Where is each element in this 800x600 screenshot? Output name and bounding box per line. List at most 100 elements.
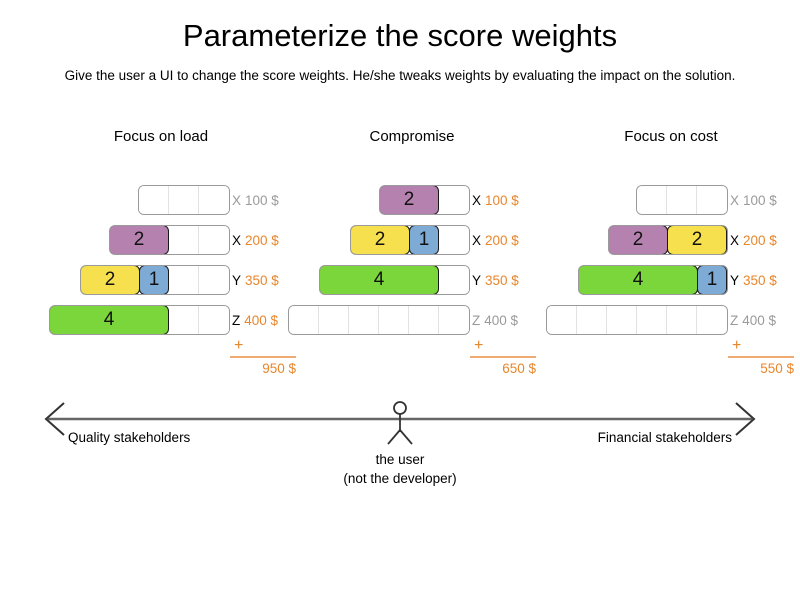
weight-slot[interactable] <box>169 306 199 334</box>
row-price: 100 $ <box>743 192 777 208</box>
weight-slider[interactable]: 2 <box>379 185 470 215</box>
row-price: 400 $ <box>484 312 519 328</box>
weight-slot[interactable] <box>199 186 229 214</box>
weight-slider[interactable] <box>138 185 230 215</box>
weight-slot[interactable] <box>169 186 199 214</box>
row-price: 200 $ <box>743 232 777 248</box>
weight-slot[interactable] <box>439 266 469 294</box>
weight-slot[interactable] <box>439 186 469 214</box>
weight-slot[interactable] <box>637 186 667 214</box>
scenario-total: +650 $ <box>470 338 542 376</box>
weight-slot[interactable] <box>547 306 577 334</box>
weight-slot[interactable] <box>409 306 439 334</box>
weight-segment[interactable]: 2 <box>609 226 668 254</box>
row-price: 100 $ <box>485 192 519 208</box>
axis-label-quality: Quality stakeholders <box>68 430 191 445</box>
weight-slider[interactable] <box>636 185 728 215</box>
weight-segment[interactable]: 1 <box>409 226 439 254</box>
weight-segment[interactable]: 2 <box>380 186 439 214</box>
weight-slot[interactable] <box>139 186 169 214</box>
actor-caption-line1: the user <box>375 452 425 467</box>
weight-segment[interactable]: 4 <box>579 266 698 294</box>
weight-slider[interactable]: 2 <box>109 225 230 255</box>
total-value: 950 $ <box>262 361 296 376</box>
weight-slot[interactable] <box>697 186 727 214</box>
weight-segment[interactable]: 1 <box>139 266 169 294</box>
row-letter: X <box>730 192 740 208</box>
weight-slot[interactable] <box>667 186 697 214</box>
weight-segment[interactable]: 2 <box>351 226 410 254</box>
total-divider <box>230 356 296 358</box>
weight-slot[interactable] <box>319 306 349 334</box>
row-price: 400 $ <box>742 312 777 328</box>
row-letter: Z <box>472 312 481 328</box>
weight-slot[interactable] <box>577 306 607 334</box>
row-price: 350 $ <box>245 272 279 288</box>
page-subtitle: Give the user a UI to change the score w… <box>64 68 736 83</box>
weight-segment[interactable]: 2 <box>110 226 169 254</box>
row-price: 100 $ <box>245 192 279 208</box>
weight-segment[interactable]: 2 <box>81 266 140 294</box>
weight-slot[interactable] <box>199 226 229 254</box>
weight-segment[interactable]: 2 <box>667 226 727 254</box>
weight-slider[interactable]: 4 <box>319 265 470 295</box>
weight-slot[interactable] <box>169 226 199 254</box>
row-letter: Z <box>730 312 739 328</box>
row-letter: X <box>232 232 242 248</box>
row-price: 200 $ <box>245 232 279 248</box>
weight-slider[interactable] <box>288 305 470 335</box>
weight-slot[interactable] <box>637 306 667 334</box>
weight-slot[interactable] <box>289 306 319 334</box>
row-letter: Y <box>232 272 242 288</box>
weight-slot[interactable] <box>169 266 199 294</box>
row-letter: X <box>472 192 482 208</box>
row-letter: X <box>730 232 740 248</box>
weight-slot[interactable] <box>199 266 229 294</box>
weight-slot[interactable] <box>439 226 469 254</box>
actor-caption-line2: (not the developer) <box>343 471 457 486</box>
weight-segment[interactable]: 4 <box>50 306 169 334</box>
row-price: 350 $ <box>485 272 519 288</box>
page-title: Parameterize the score weights <box>182 18 618 53</box>
weight-segment[interactable]: 1 <box>697 266 727 294</box>
row-price: 400 $ <box>244 312 279 328</box>
actor-caption: the user (not the developer) <box>0 450 800 488</box>
weight-slot[interactable] <box>199 306 229 334</box>
weight-slot[interactable] <box>349 306 379 334</box>
row-letter: Y <box>730 272 740 288</box>
scenario-total: +950 $ <box>230 337 302 376</box>
total-plus-sign: + <box>234 337 244 354</box>
weight-slot[interactable] <box>607 306 637 334</box>
weight-slot[interactable] <box>667 306 697 334</box>
row-letter: Y <box>472 272 482 288</box>
scenario-total: +550 $ <box>728 337 800 376</box>
total-divider <box>470 356 536 358</box>
weight-slot[interactable] <box>379 306 409 334</box>
row-letter: X <box>472 232 482 248</box>
weight-slot[interactable] <box>439 306 469 334</box>
weight-slider[interactable] <box>546 305 728 335</box>
weight-segment[interactable]: 4 <box>320 266 439 294</box>
weight-slot[interactable] <box>697 306 727 334</box>
total-plus-sign: + <box>732 337 742 354</box>
weight-slider[interactable]: 4 <box>49 305 230 335</box>
